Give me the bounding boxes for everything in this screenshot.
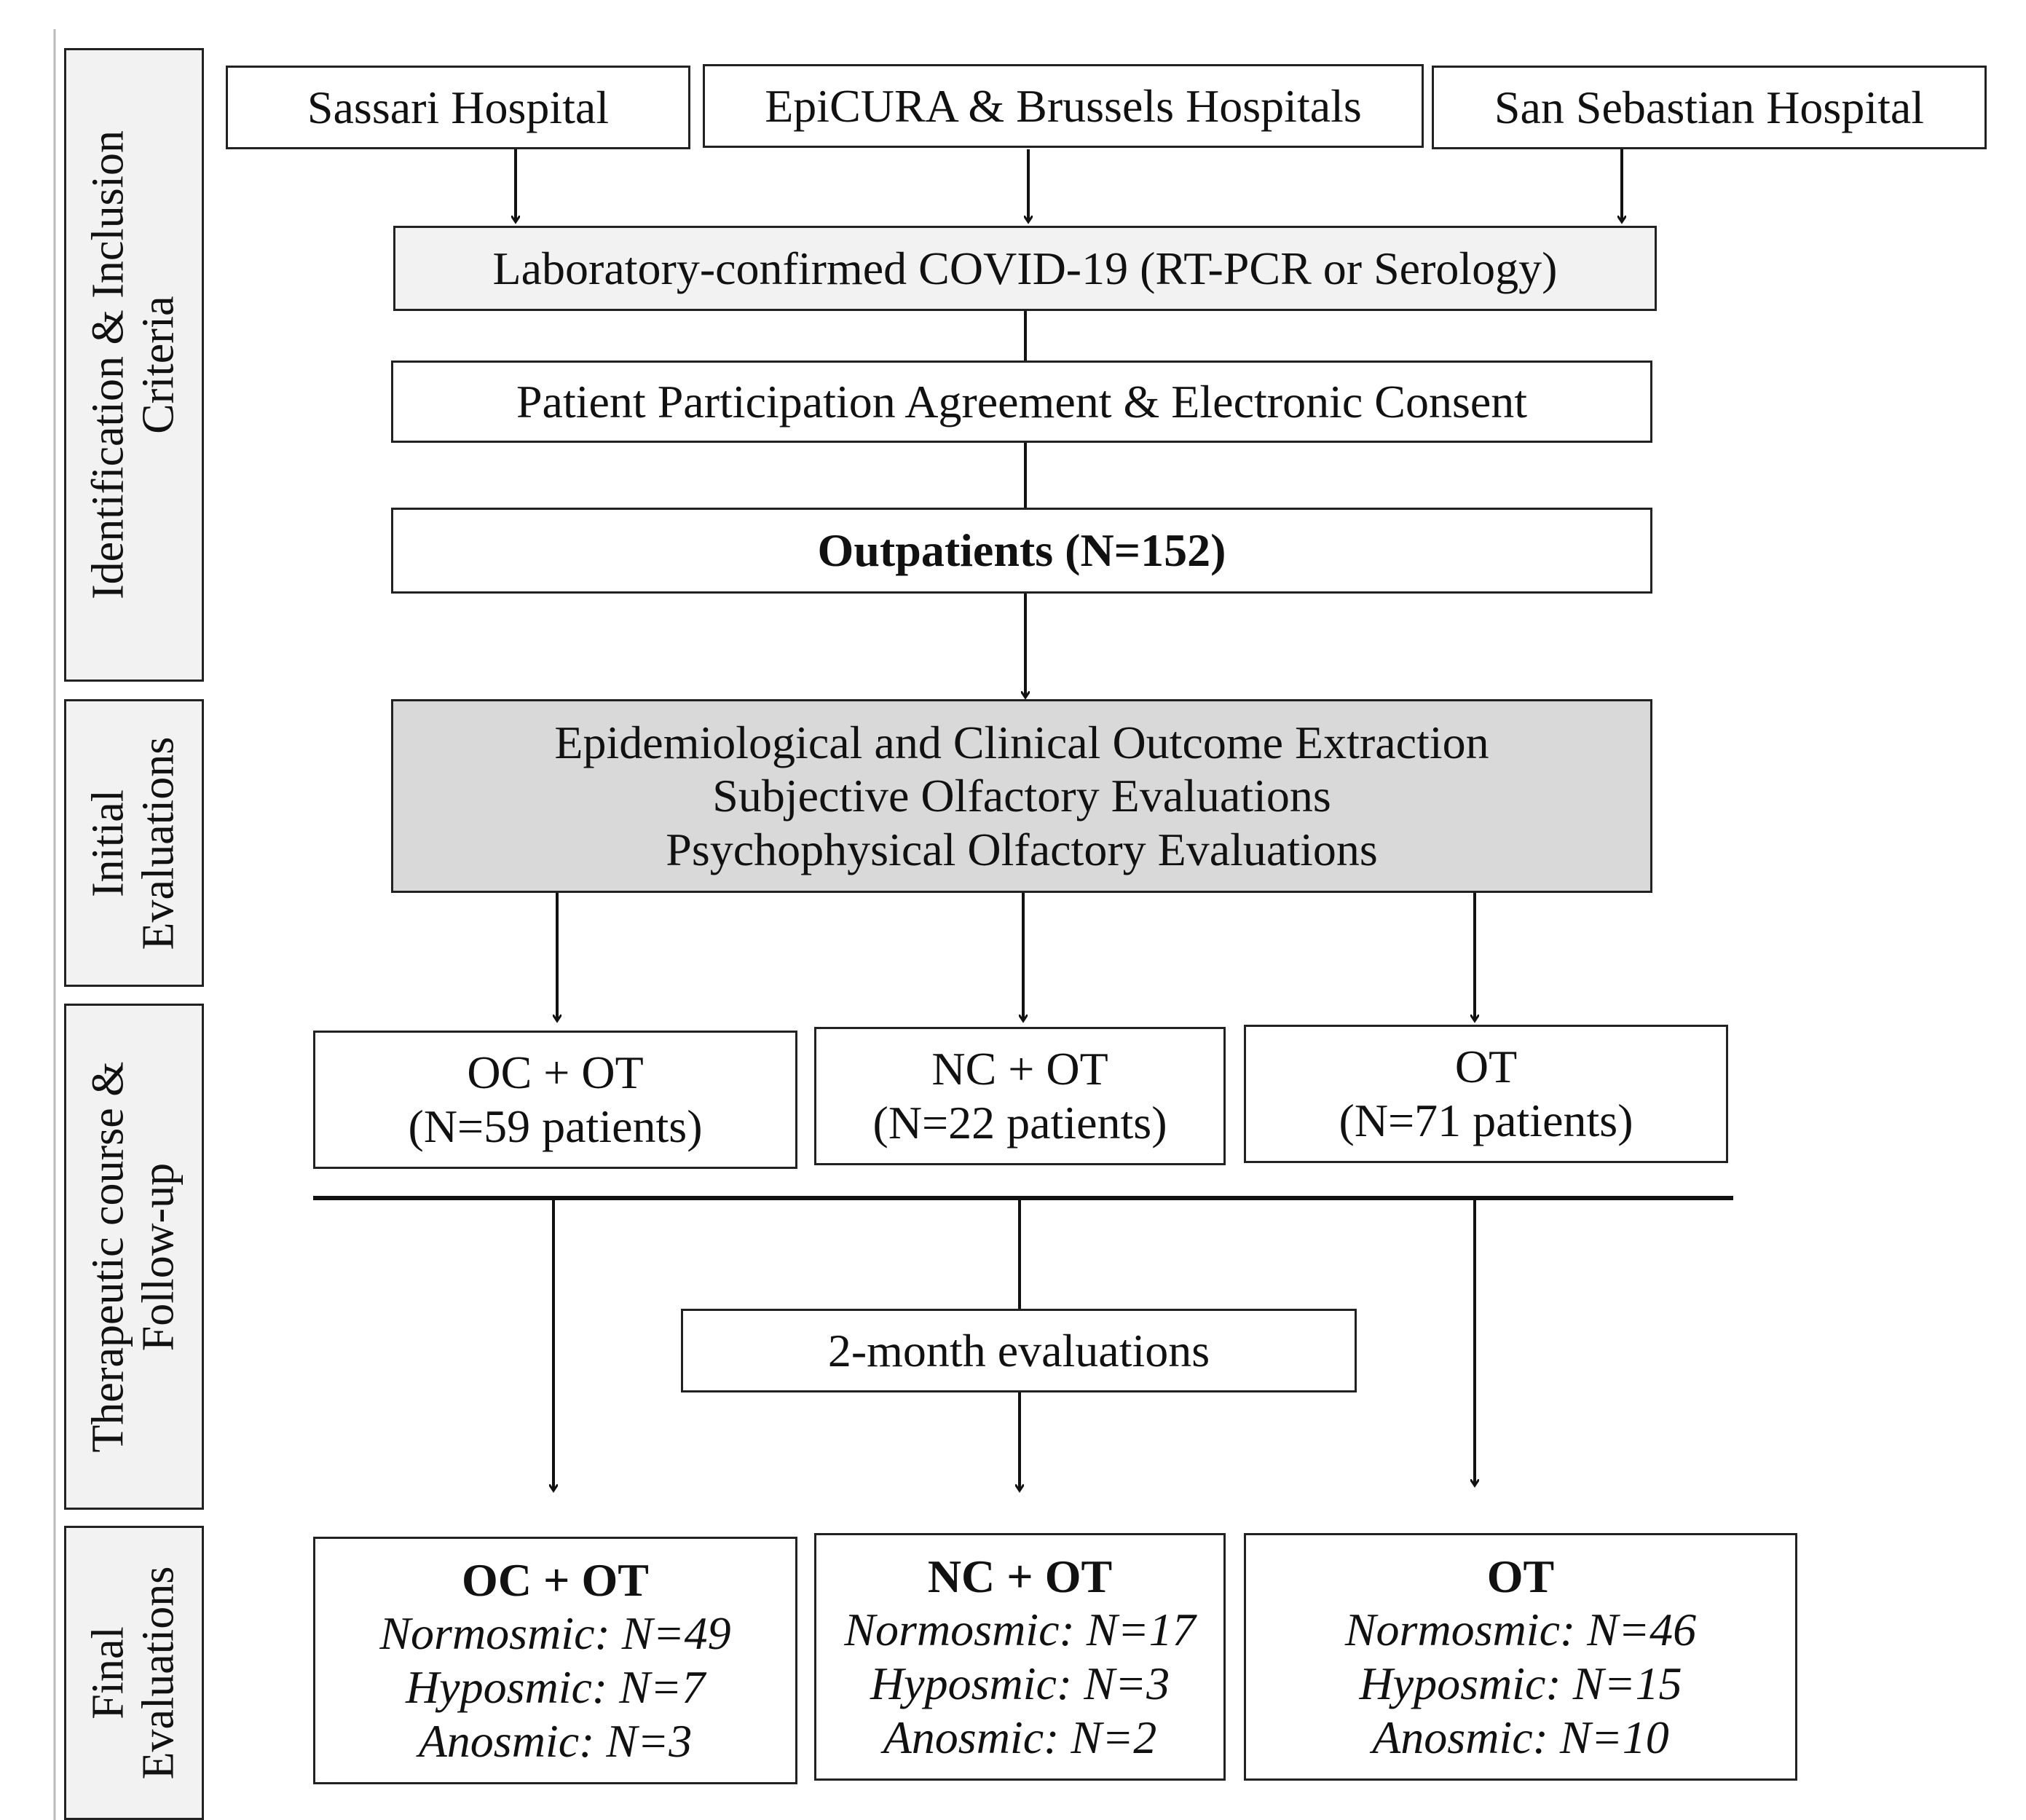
step-outpatients: Outpatients (N=152) bbox=[391, 508, 1652, 594]
final-nc-ot-hyposmic: Hyposmic: N=3 bbox=[870, 1658, 1170, 1709]
final-oc-ot-hyposmic: Hyposmic: N=7 bbox=[405, 1661, 706, 1713]
group-oc-ot: OC + OT (N=59 patients) bbox=[313, 1031, 797, 1169]
phase-final-line1: Final bbox=[83, 1626, 133, 1719]
group-oc-ot-count: (N=59 patients) bbox=[408, 1100, 703, 1152]
phase-therapeutic-line1: Therapeutic course & bbox=[83, 1060, 133, 1453]
phase-initial-line1: Initial bbox=[83, 789, 133, 897]
step-lab-confirmed-label: Laboratory-confirmed COVID-19 (RT-PCR or… bbox=[492, 242, 1558, 294]
step-consent-label: Patient Participation Agreement & Electr… bbox=[516, 375, 1528, 428]
source-san-sebastian: San Sebastian Hospital bbox=[1432, 66, 1987, 149]
final-nc-ot-name: NC + OT bbox=[927, 1550, 1113, 1602]
initial-evaluations-box: Epidemiological and Clinical Outcome Ext… bbox=[391, 699, 1652, 893]
group-nc-ot-count: (N=22 patients) bbox=[872, 1097, 1167, 1149]
phase-final-line2: Evaluations bbox=[134, 1566, 184, 1780]
phase-final: Final Evaluations bbox=[64, 1526, 204, 1820]
final-ot-anosmic: Anosmic: N=10 bbox=[1372, 1711, 1669, 1763]
source-sassari-label: Sassari Hospital bbox=[307, 81, 610, 133]
final-nc-ot-normosmic: Normosmic: N=17 bbox=[844, 1604, 1196, 1656]
source-san-sebastian-label: San Sebastian Hospital bbox=[1494, 81, 1925, 133]
initial-eval-line3: Psychophysical Olfactory Evaluations bbox=[666, 823, 1378, 875]
group-ot-name: OT bbox=[1454, 1041, 1518, 1093]
final-oc-ot-name: OC + OT bbox=[462, 1553, 649, 1606]
followup-label: 2-month evaluations bbox=[827, 1324, 1210, 1376]
final-oc-ot: OC + OT Normosmic: N=49 Hyposmic: N=7 An… bbox=[313, 1537, 797, 1784]
group-ot-count: (N=71 patients) bbox=[1339, 1095, 1633, 1146]
group-nc-ot: NC + OT (N=22 patients) bbox=[814, 1027, 1226, 1165]
phase-identification-line2: Criteria bbox=[134, 296, 184, 434]
source-sassari: Sassari Hospital bbox=[226, 66, 690, 149]
phase-therapeutic: Therapeutic course & Follow-up bbox=[64, 1004, 204, 1510]
group-oc-ot-name: OC + OT bbox=[467, 1047, 644, 1099]
initial-eval-line1: Epidemiological and Clinical Outcome Ext… bbox=[554, 716, 1489, 768]
phase-identification: Identification & Inclusion Criteria bbox=[64, 48, 204, 682]
final-ot-name: OT bbox=[1486, 1550, 1555, 1602]
final-ot-normosmic: Normosmic: N=46 bbox=[1344, 1604, 1697, 1656]
final-oc-ot-anosmic: Anosmic: N=3 bbox=[418, 1714, 693, 1767]
step-outpatients-label: Outpatients (N=152) bbox=[817, 524, 1226, 577]
followup-box: 2-month evaluations bbox=[681, 1309, 1357, 1392]
final-nc-ot-anosmic: Anosmic: N=2 bbox=[883, 1711, 1157, 1763]
phase-therapeutic-line2: Follow-up bbox=[134, 1162, 184, 1351]
final-ot-hyposmic: Hyposmic: N=15 bbox=[1359, 1658, 1682, 1709]
source-epicura: EpiCURA & Brussels Hospitals bbox=[703, 64, 1424, 148]
phase-initial: Initial Evaluations bbox=[64, 699, 204, 987]
initial-eval-line2: Subjective Olfactory Evaluations bbox=[712, 770, 1331, 822]
final-nc-ot: NC + OT Normosmic: N=17 Hyposmic: N=3 An… bbox=[814, 1533, 1226, 1781]
group-nc-ot-name: NC + OT bbox=[931, 1043, 1108, 1095]
final-ot: OT Normosmic: N=46 Hyposmic: N=15 Anosmi… bbox=[1244, 1533, 1797, 1781]
phase-identification-line1: Identification & Inclusion bbox=[83, 130, 133, 599]
phase-initial-line2: Evaluations bbox=[134, 736, 184, 950]
final-oc-ot-normosmic: Normosmic: N=49 bbox=[379, 1607, 731, 1660]
group-ot: OT (N=71 patients) bbox=[1244, 1025, 1728, 1163]
step-consent: Patient Participation Agreement & Electr… bbox=[391, 361, 1652, 443]
source-epicura-label: EpiCURA & Brussels Hospitals bbox=[765, 79, 1362, 132]
step-lab-confirmed: Laboratory-confirmed COVID-19 (RT-PCR or… bbox=[393, 226, 1657, 311]
